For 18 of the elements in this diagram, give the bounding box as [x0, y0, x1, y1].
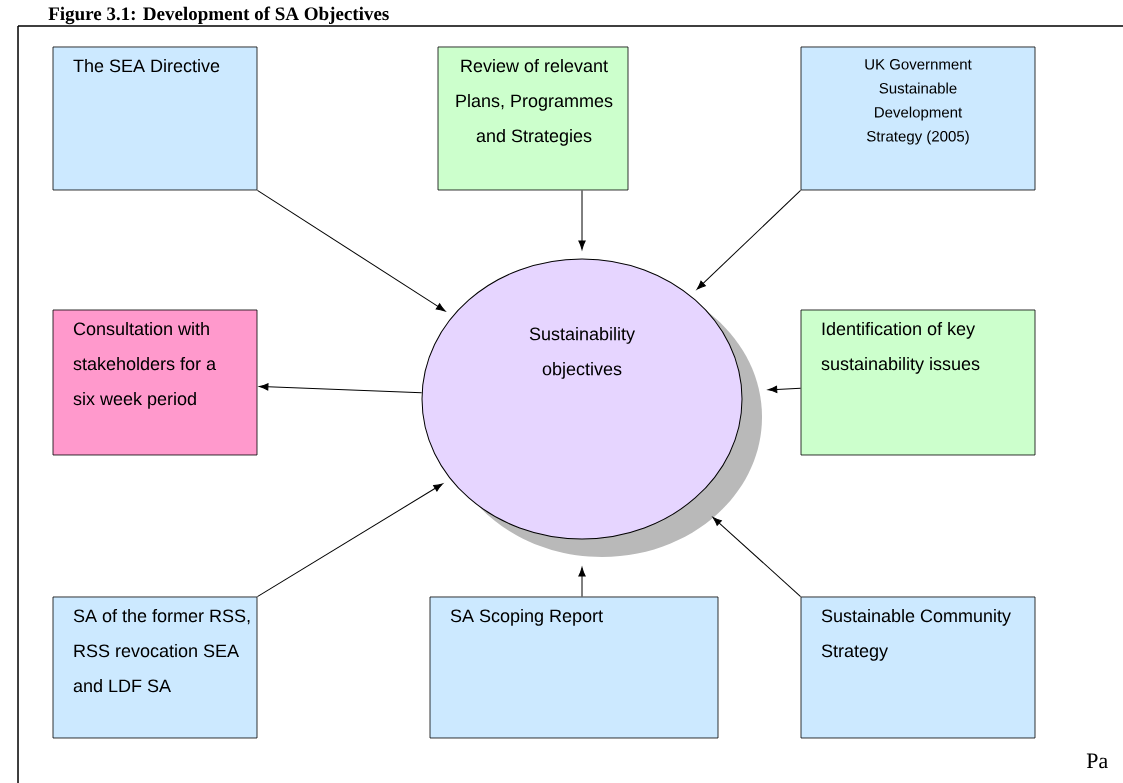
- text-box: SA of the former RSS, RSS revocation SEA and LDF SA: [52, 596, 258, 739]
- text-box: SA Scoping Report: [429, 596, 719, 739]
- arrow: [256, 189, 446, 312]
- text-box: Consultation with stakeholders for a six week period: [52, 309, 258, 456]
- arrow: [578, 189, 586, 250]
- arrow: [767, 385, 802, 394]
- text-box: Review of relevant Plans, Programmes and Strategies: [437, 46, 629, 191]
- text-box: Sustainable Community Strategy: [800, 596, 1036, 739]
- arrow: [259, 383, 423, 394]
- arrow: [256, 483, 443, 598]
- arrow: [578, 567, 586, 598]
- text-box: Identification of key sustainability issues: [800, 309, 1036, 456]
- arrow: [696, 189, 802, 290]
- text-box: The SEA Directive: [52, 46, 258, 191]
- figure-title: Figure 3.1: Development of SA Objectives: [48, 6, 389, 25]
- arrow: [712, 516, 802, 598]
- text-box: UK Government Sustainable Development Strategy (2005): [800, 46, 1036, 191]
- page-label: Pa: [1086, 753, 1108, 769]
